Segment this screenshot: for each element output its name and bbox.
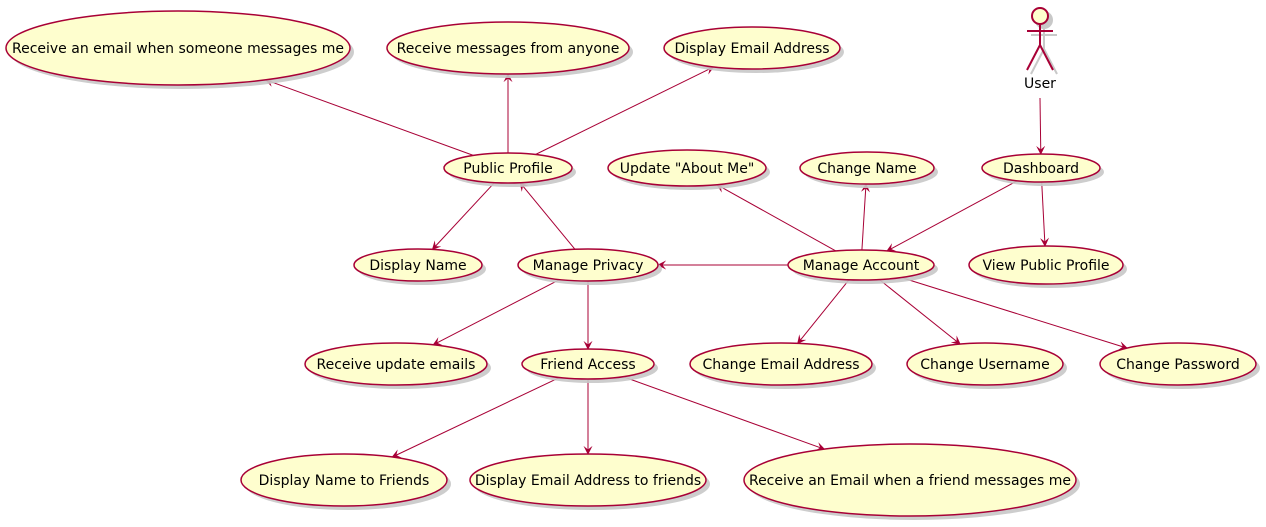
use-case-label: Change Email Address [702, 357, 859, 373]
use-case-label: Receive an Email when a friend messages … [749, 473, 1071, 489]
use-case-receive-update-emails: Receive update emails [304, 342, 491, 389]
edge-manage-privacy-to-receive-update-emails [432, 279, 560, 346]
use-case-ellipse [743, 443, 1077, 517]
use-case-ellipse [689, 342, 873, 386]
edge-manage-account-to-change-name [861, 183, 870, 251]
use-case-label: Display Name to Friends [259, 473, 430, 489]
edge-friend-access-to-display-name-friends [391, 377, 560, 458]
edge-manage-account-to-change-username [878, 279, 961, 345]
use-case-ellipse [5, 10, 351, 86]
use-case-label: Change Password [1116, 357, 1239, 373]
edge-manage-account-to-change-email [797, 279, 850, 345]
actor-label: User [1024, 76, 1056, 92]
use-case-label: Change Name [817, 161, 916, 177]
edge-manage-account-to-change-password [900, 277, 1128, 350]
use-case-ellipse [981, 153, 1101, 183]
actor-user: User [1024, 7, 1058, 92]
use-case-ellipse [353, 248, 483, 282]
use-case-label: Receive messages from anyone [397, 41, 620, 57]
use-case-label: Update "About Me" [620, 161, 755, 177]
edge-public-profile-to-receive-email-someone [264, 78, 474, 156]
use-case-manage-account: Manage Account [787, 249, 938, 284]
use-case-change-name: Change Name [799, 151, 938, 188]
use-case-label: Display Email Address [674, 41, 829, 57]
use-case-label: Change Username [920, 357, 1049, 373]
use-case-ellipse [469, 453, 707, 507]
use-case-public-profile: Public Profile [443, 152, 576, 187]
nodes: Receive an email when someone messages m… [5, 7, 1260, 520]
use-case-change-password: Change Password [1099, 342, 1260, 389]
use-case-update-about: Update "About Me" [607, 149, 770, 190]
edge-friend-access-to-receive-email-friend [623, 376, 826, 451]
use-case-ellipse [304, 342, 488, 386]
edge-manage-account-to-update-about [716, 184, 837, 252]
use-case-label: Receive update emails [317, 357, 476, 373]
use-case-friend-access: Friend Access [521, 348, 658, 383]
use-case-change-email: Change Email Address [689, 342, 876, 389]
use-case-view-public-profile: View Public Profile [968, 245, 1127, 288]
edge-manage-privacy-to-public-profile [519, 182, 576, 250]
use-case-ellipse [787, 249, 935, 281]
edge-public-profile-to-display-name [431, 182, 495, 251]
use-case-label: Display Email Address to friends [475, 473, 701, 489]
use-case-label: Friend Access [540, 357, 635, 373]
use-case-ellipse [799, 151, 935, 185]
edge-dashboard-to-view-public-profile [1040, 181, 1050, 247]
use-case-ellipse [517, 248, 659, 282]
use-case-ellipse [663, 26, 841, 70]
edges [264, 66, 1128, 458]
use-case-label: Dashboard [1003, 161, 1079, 177]
use-case-receive-email-someone: Receive an email when someone messages m… [5, 10, 354, 89]
use-case-label: Manage Privacy [533, 258, 644, 274]
use-case-receive-messages-anyone: Receive messages from anyone [386, 21, 633, 78]
use-case-label: Receive an email when someone messages m… [12, 41, 344, 57]
use-case-ellipse [968, 245, 1124, 285]
edge-dashboard-to-manage-account [886, 180, 1018, 252]
use-case-ellipse [1099, 342, 1257, 386]
use-case-ellipse [607, 149, 767, 187]
use-case-label: View Public Profile [982, 258, 1109, 274]
use-case-label: Manage Account [803, 258, 920, 274]
edge-user-to-dashboard [1036, 97, 1046, 155]
use-case-ellipse [386, 21, 630, 75]
use-case-display-email: Display Email Address [663, 26, 844, 73]
actor-figure-icon [1026, 7, 1054, 71]
use-case-ellipse [906, 342, 1064, 386]
use-case-receive-email-friend: Receive an Email when a friend messages … [743, 443, 1080, 520]
use-case-label: Public Profile [463, 161, 552, 177]
use-case-change-username: Change Username [906, 342, 1067, 389]
use-case-label: Display Name [369, 258, 466, 274]
use-case-manage-privacy: Manage Privacy [517, 248, 662, 285]
use-case-display-email-friends: Display Email Address to friends [469, 453, 710, 510]
use-case-display-name: Display Name [353, 248, 486, 285]
use-case-dashboard: Dashboard [981, 153, 1104, 186]
use-case-display-name-friends: Display Name to Friends [240, 453, 451, 510]
edge-public-profile-to-display-email [535, 66, 715, 155]
use-case-ellipse [521, 348, 655, 380]
use-case-ellipse [240, 453, 448, 507]
use-case-ellipse [443, 152, 573, 184]
